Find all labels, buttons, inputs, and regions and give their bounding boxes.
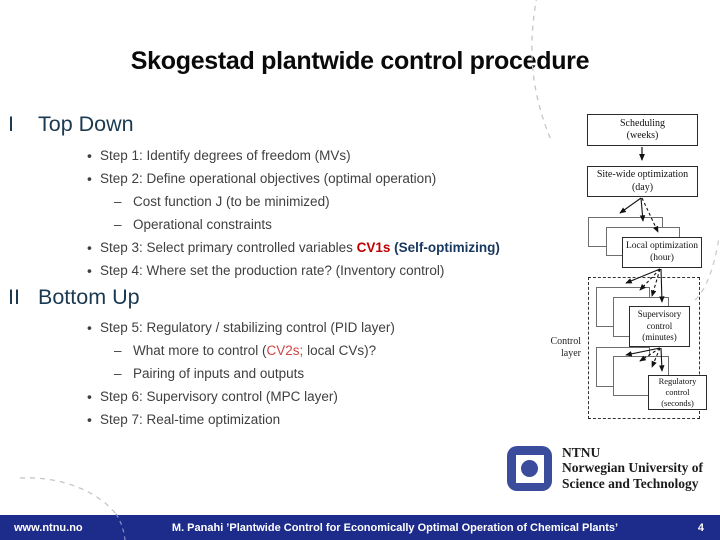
bullet-text: Step 4: Where set the production rate? (… [100,263,445,278]
page-number: 4 [697,521,704,534]
bullet-step4: Step 4: Where set the production rate? (… [0,259,600,282]
diagram-box-label: Scheduling [620,117,665,129]
logo-text-line: Science and Technology [562,476,699,491]
bullet-text: Step 6: Supervisory control (MPC layer) [100,389,338,404]
bullet-step1: Step 1: Identify degrees of freedom (MVs… [0,144,600,167]
diagram-box-local-optimization: Local optimization (hour) [622,237,702,268]
diagram-box-supervisory-control: Supervisory control (minutes) [629,306,690,347]
diagram-box-label: (seconds) [661,398,694,409]
bullet-step5-what-more: What more to control (CV2s; local CVs)? [0,339,600,362]
cv1s-highlight: CV1s [356,240,395,255]
bullet-text: Pairing of inputs and outputs [133,366,305,381]
footer-url: www.ntnu.no [14,521,83,534]
ntnu-logo-dot [521,460,538,477]
section-numeral: II [8,285,20,309]
section-heading-top-down: I Top Down [8,112,134,137]
control-layer-label-line: Control [550,336,581,347]
section-heading-bottom-up: II Bottom Up [8,285,140,310]
diagram-box-label: control [646,320,673,331]
logo-text-line: Norwegian University of [562,460,703,475]
bottom-up-bullets: Step 5: Regulatory / stabilizing control… [0,316,600,431]
ntnu-logo-icon [507,446,552,491]
diagram-box-regulatory-control: Regulatory control (seconds) [648,375,707,410]
diagram-box-label: (weeks) [626,130,659,141]
ntnu-logo: NTNU Norwegian University of Science and… [507,446,703,492]
diagram-box-label: control [665,386,690,397]
section-heading-text: Top Down [38,112,134,136]
diagram-box-label: (day) [631,181,654,193]
bullet-text: Step 3: Select primary controlled variab… [100,240,357,255]
bullet-text: What more to control ( [133,343,267,358]
diagram-box-label: Supervisory [637,308,682,319]
control-layer-label-line: layer [561,347,581,359]
footer-bar: www.ntnu.no M. Panahi ’Plantwide Control… [0,515,720,540]
diagram-box-label: (hour) [650,252,674,263]
bullet-step2: Step 2: Define operational objectives (o… [0,167,600,190]
bullet-step2-cost-function: Cost function J (to be minimized) [0,190,600,213]
bullet-text: local CVs)? [303,343,377,358]
bullet-text: Step 7: Real-time optimization [100,412,281,427]
diagram-box-label: (minutes) [642,332,677,343]
bullet-text: Operational constraints [133,217,272,232]
bullet-step5: Step 5: Regulatory / stabilizing control… [0,316,600,339]
bullet-step6: Step 6: Supervisory control (MPC layer) [0,385,600,408]
bullet-text: Step 5: Regulatory / stabilizing control… [100,320,395,335]
control-layer-label: Control layer [541,336,581,359]
cv2s-highlight: CV2s; [266,343,304,358]
bullet-text: Step 2: Define operational objectives (o… [100,171,437,186]
slide-title: Skogestad plantwide control procedure [130,47,590,75]
bullet-text: Step 1: Identify degrees of freedom (MVs… [100,148,351,163]
bullet-step5-pairing: Pairing of inputs and outputs [0,362,600,385]
diagram-box-label: Local optimization [625,240,699,251]
diagram-box-label: Site-wide optimization [596,169,689,180]
bullet-step7: Step 7: Real-time optimization [0,408,600,431]
ntnu-logo-inner-square [515,454,544,483]
section-numeral: I [8,112,14,136]
footer-citation: M. Panahi ’Plantwide Control for Economi… [171,521,619,534]
section-heading-text: Bottom Up [38,285,140,309]
diagram-box-label: Regulatory [658,375,697,386]
diagram-box-sitewide-optimization: Site-wide optimization (day) [587,166,698,197]
self-optimizing-highlight: (Self-optimizing) [394,240,500,255]
diagram-box-scheduling: Scheduling (weeks) [587,114,698,146]
bullet-step2-constraints: Operational constraints [0,213,600,236]
bullet-text: Cost function J (to be minimized) [133,194,330,209]
logo-text-line: NTNU [562,445,601,460]
ntnu-logo-text: NTNU Norwegian University of Science and… [562,446,703,492]
top-down-bullets: Step 1: Identify degrees of freedom (MVs… [0,144,600,282]
bullet-step3: Step 3: Select primary controlled variab… [0,236,600,259]
